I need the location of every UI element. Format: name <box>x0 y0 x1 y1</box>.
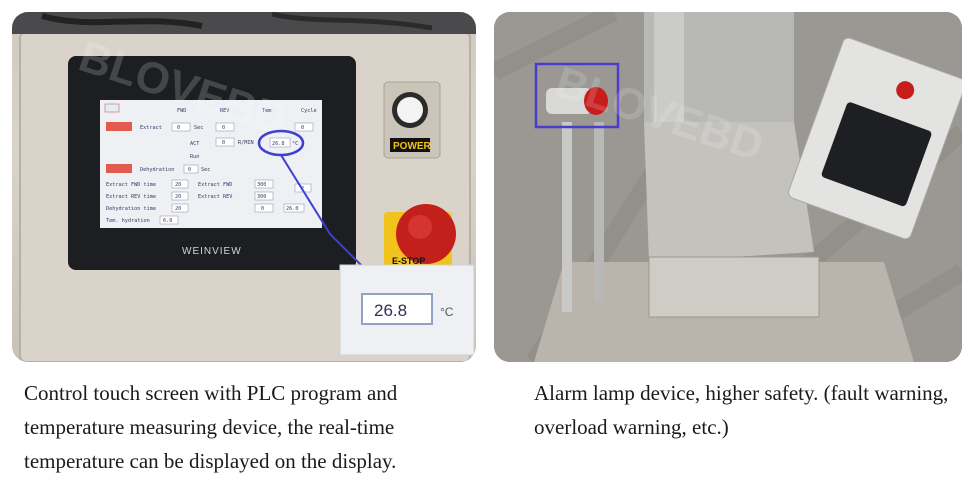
hmi-dehyd-speed: 0 <box>261 206 264 212</box>
hmi-label-extract: Extract <box>140 125 162 131</box>
caption-left: Control touch screen with PLC program an… <box>24 381 398 473</box>
support-pole <box>562 122 572 312</box>
hmi-label-dehyd-time: Dehydration time <box>106 206 156 212</box>
alarm-lamp <box>584 87 608 115</box>
hmi-label-dehydration: Dehydration <box>140 167 174 173</box>
hmi-temp-readout: 26.8 <box>272 141 285 147</box>
alarm-lamp-photo: BLOVEBD <box>494 12 962 362</box>
caption-right: Alarm lamp device, higher safety. (fault… <box>534 381 949 439</box>
hmi-label-rev: REV <box>220 108 229 114</box>
hmi-fwd-time: 20 <box>175 182 181 188</box>
power-label-plate <box>390 138 430 152</box>
hmi-label-tem-hydration: Tem. hydration <box>106 218 150 224</box>
zoom-temp-unit: °C <box>440 305 454 319</box>
hmi-label-fwd-time: Extract FWD time <box>106 182 156 188</box>
alarm-lamp-highlight <box>534 62 620 129</box>
hmi-rev-time: 20 <box>175 194 181 200</box>
hmi-label-run: Run <box>190 154 199 160</box>
hmi-label-fwd-speed: Extract FWD <box>198 182 232 188</box>
cable-area <box>12 12 476 34</box>
hmi-value-3: 0 <box>301 125 304 131</box>
control-box-estop[interactable] <box>894 79 917 102</box>
hmi-rev-speed: 300 <box>257 194 266 200</box>
hmi-value-2: 0 <box>222 125 225 131</box>
control-panel-photo: FWD REV Tem Cycle Extract 0 Sec 0 0 ACT … <box>12 12 476 362</box>
collection-box <box>648 256 820 318</box>
hmi-extract-button[interactable] <box>106 122 132 131</box>
alarm-lamp-illustration: BLOVEBD <box>494 12 962 362</box>
hmi-value-1: 0 <box>177 125 180 131</box>
alarm-lamp-body <box>546 88 592 114</box>
hmi-label-tem: Tem <box>262 108 271 114</box>
hmi-label-cycle: Cycle <box>301 108 317 114</box>
chute <box>644 122 814 262</box>
power-label: POWER <box>393 141 432 152</box>
hmi-dehydration-button[interactable] <box>106 164 132 173</box>
hmi-dehyd-time: 20 <box>175 206 181 212</box>
hmi-value-4: 0 <box>222 140 225 146</box>
hmi-fwd-speed: 300 <box>257 182 266 188</box>
control-panel-illustration: FWD REV Tem Cycle Extract 0 Sec 0 0 ACT … <box>12 12 476 362</box>
zoom-temp-value: 26.8 <box>374 301 407 320</box>
control-box-screen <box>821 102 932 207</box>
hmi-label-rmin: R/MIN <box>238 140 254 146</box>
hmi-temp-unit: °C <box>292 141 298 147</box>
hmi-label-sec-2: Sec <box>201 167 210 173</box>
hmi-label-sec: Sec <box>194 125 203 131</box>
power-button[interactable] <box>397 97 423 123</box>
hmi-brand-logo: WEINVIEW <box>182 246 242 257</box>
estop-label: E-STOP <box>392 256 425 266</box>
hmi-label-act: ACT <box>190 141 199 147</box>
hmi-dehyd-sec: 0 <box>188 167 191 173</box>
hmi-dehyd-tem: 26.0 <box>286 206 299 212</box>
hmi-tem-set: 6.0 <box>163 218 172 224</box>
hmi-label-fwd: FWD <box>177 108 186 114</box>
hmi-label-rev-speed: Extract REV <box>198 194 232 200</box>
hmi-label-rev-time: Extract REV time <box>106 194 156 200</box>
